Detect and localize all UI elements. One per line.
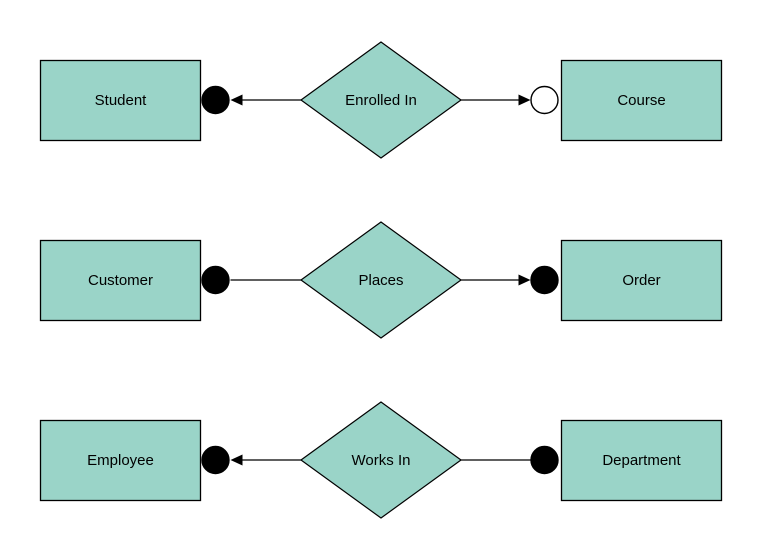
arrowhead-icon bbox=[518, 94, 531, 106]
entity-customer[interactable]: Customer bbox=[39, 239, 202, 322]
relationship-label: Works In bbox=[352, 452, 411, 469]
entity-student[interactable]: Student bbox=[39, 59, 202, 142]
entity-label: Student bbox=[95, 92, 148, 109]
entity-rect[interactable] bbox=[39, 419, 202, 502]
arrowhead-icon bbox=[230, 454, 243, 466]
entity-course[interactable]: Course bbox=[560, 59, 723, 142]
open-circle-terminal[interactable] bbox=[530, 85, 559, 115]
filled-circle-terminal[interactable] bbox=[201, 445, 230, 475]
filled-circle-terminal[interactable] bbox=[530, 265, 559, 295]
filled-circle-terminal[interactable] bbox=[201, 265, 230, 295]
entity-employee[interactable]: Employee bbox=[39, 419, 202, 502]
entity-rect[interactable] bbox=[560, 239, 723, 322]
er-row-3: Employee Department Works In bbox=[39, 401, 723, 519]
er-row-2: Customer Order Places bbox=[39, 221, 723, 339]
arrowhead-icon bbox=[518, 274, 531, 286]
entity-rect[interactable] bbox=[39, 239, 202, 322]
er-row-1: Student Course Enrolled In bbox=[39, 41, 723, 159]
filled-circle-terminal[interactable] bbox=[530, 445, 559, 475]
entity-label: Order bbox=[622, 272, 660, 289]
filled-circle-terminal[interactable] bbox=[201, 85, 230, 115]
entity-label: Customer bbox=[88, 272, 153, 289]
connector[interactable] bbox=[461, 94, 531, 106]
relationship-diamond[interactable]: Enrolled In bbox=[299, 41, 463, 159]
relationship-label: Enrolled In bbox=[345, 92, 417, 109]
relationship-label: Places bbox=[358, 272, 403, 289]
relationship-diamond[interactable]: Places bbox=[299, 221, 463, 339]
entity-department[interactable]: Department bbox=[560, 419, 723, 502]
entity-label: Employee bbox=[87, 452, 154, 469]
entity-label: Course bbox=[617, 92, 665, 109]
entity-rect[interactable] bbox=[560, 419, 723, 502]
connector[interactable] bbox=[230, 94, 302, 106]
entity-rect[interactable] bbox=[560, 59, 723, 142]
entity-rect[interactable] bbox=[39, 59, 202, 142]
arrowhead-icon bbox=[230, 94, 243, 106]
connector[interactable] bbox=[230, 454, 302, 466]
connector[interactable] bbox=[461, 274, 531, 286]
entity-label: Department bbox=[602, 452, 681, 469]
entity-order[interactable]: Order bbox=[560, 239, 723, 322]
relationship-diamond[interactable]: Works In bbox=[299, 401, 463, 519]
